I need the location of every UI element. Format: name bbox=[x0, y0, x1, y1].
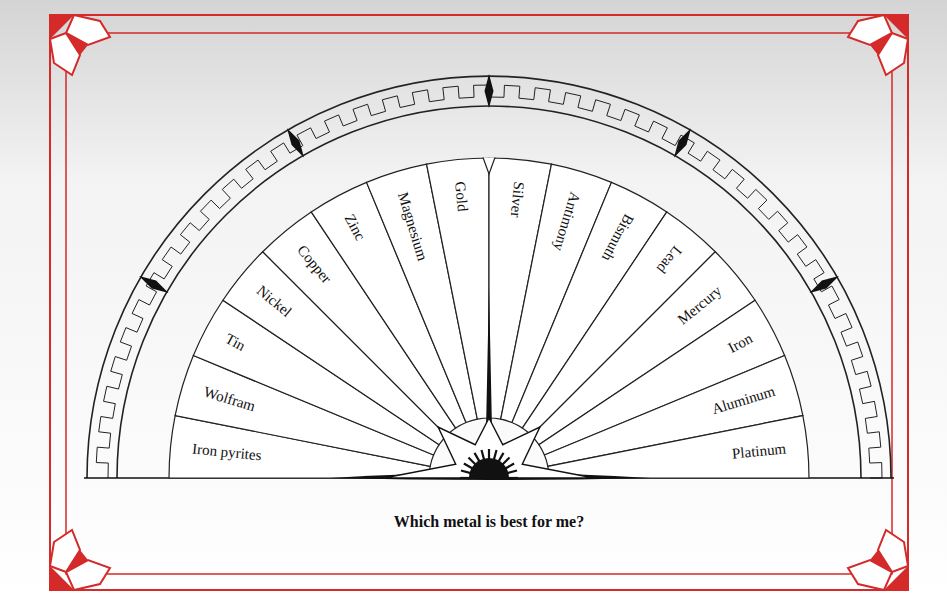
metal-name: Tin bbox=[223, 331, 248, 354]
sector-label-box: Copper bbox=[292, 241, 336, 289]
starburst bbox=[384, 418, 594, 478]
sector-label-box: Iron bbox=[724, 329, 758, 358]
sector-label-box: Gold bbox=[451, 179, 471, 215]
band-diamond bbox=[809, 276, 838, 293]
sector-label-box: Silver bbox=[506, 179, 527, 220]
metal-name: Gold bbox=[452, 181, 470, 212]
band-diamond bbox=[674, 128, 691, 157]
metal-name: Zinc bbox=[342, 212, 368, 243]
inner-frame bbox=[66, 33, 892, 574]
band-arc bbox=[117, 106, 861, 478]
sector-label-box: Zinc bbox=[340, 209, 370, 245]
sector-label-box: Wolfram bbox=[199, 383, 258, 416]
metal-name: Platinum bbox=[731, 441, 786, 461]
sector-outline bbox=[548, 416, 809, 478]
corner-ornament bbox=[848, 15, 908, 75]
band-diamond bbox=[485, 74, 494, 108]
corner-ornament bbox=[50, 15, 110, 75]
sector-label-box: Iron pyrites bbox=[190, 440, 265, 464]
metal-name: Lead bbox=[653, 243, 684, 276]
ornament-fill bbox=[66, 550, 88, 572]
metal-name: Bismuth bbox=[599, 212, 636, 264]
metal-name: Magnesium bbox=[395, 191, 430, 263]
ornament-fill bbox=[870, 550, 892, 572]
sector-outline bbox=[427, 158, 489, 419]
sector-label-box: Platinum bbox=[729, 440, 789, 463]
sector-label-box: Aluminum bbox=[708, 383, 779, 419]
corner-ornament bbox=[50, 530, 110, 590]
metal-name: Nickel bbox=[254, 283, 294, 320]
ornament-fill bbox=[66, 33, 88, 55]
metal-name: Mercury bbox=[675, 283, 724, 327]
sector-group bbox=[169, 158, 809, 478]
sector-label-box: Tin bbox=[220, 329, 249, 355]
metal-name: Iron pyrites bbox=[192, 441, 263, 463]
metal-name: Copper bbox=[294, 243, 334, 287]
metal-name: Wolfram bbox=[202, 384, 257, 414]
band-arc bbox=[87, 76, 891, 478]
band-diamond bbox=[287, 128, 304, 157]
sector-label-box: Mercury bbox=[672, 281, 726, 329]
chart-title: Which metal is best for me? bbox=[394, 513, 584, 531]
band-diamond bbox=[139, 276, 168, 293]
metal-name: Iron bbox=[726, 331, 755, 356]
corner-ornament bbox=[848, 530, 908, 590]
ornament-fill bbox=[870, 33, 892, 55]
top-notch bbox=[483, 158, 495, 175]
sector-label-box: Nickel bbox=[252, 281, 297, 322]
sector-label-box: Lead bbox=[651, 241, 686, 278]
metal-name: Aluminum bbox=[710, 384, 777, 417]
outer-frame bbox=[50, 15, 908, 590]
sector-label-box: Magnesium bbox=[394, 188, 432, 265]
step-pattern bbox=[96, 85, 882, 478]
metal-name: Silver bbox=[507, 181, 525, 218]
sector-label-box: Bismuth bbox=[597, 209, 638, 265]
sun-disc bbox=[469, 458, 509, 478]
sector-label-box: Antimony bbox=[549, 188, 584, 255]
metal-name: Antimony bbox=[551, 191, 583, 254]
